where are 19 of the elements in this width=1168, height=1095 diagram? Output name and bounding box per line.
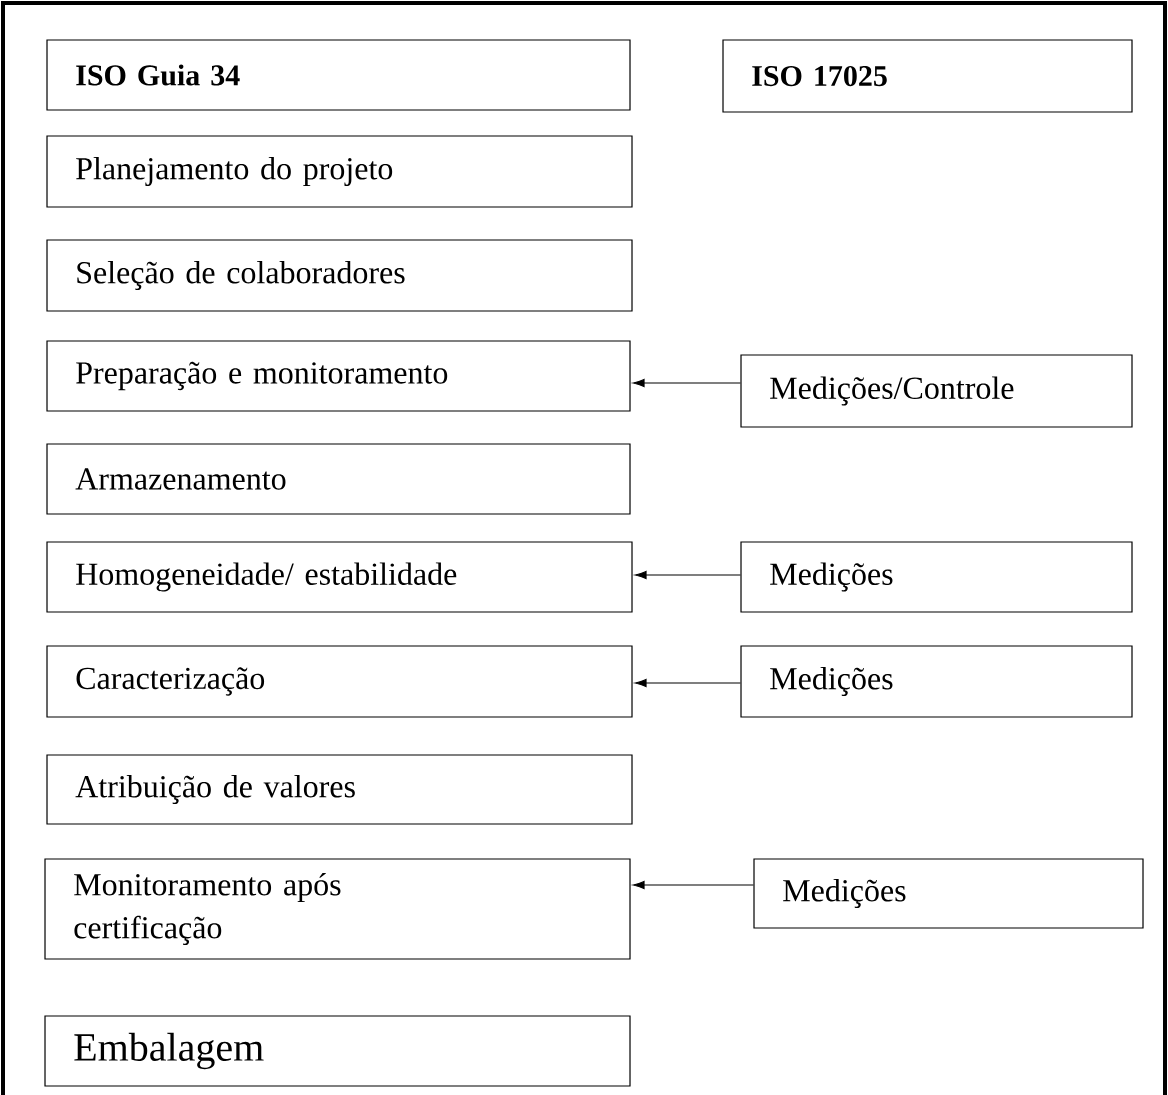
arrow xyxy=(634,678,741,688)
process-box: Medições/Controle xyxy=(740,354,1133,428)
process-box: Atribuição de valores xyxy=(46,754,633,825)
process-box: Armazenamento xyxy=(46,443,631,515)
process-box: ISO 17025 xyxy=(722,39,1133,113)
process-box: Homogeneidade/ estabilidade xyxy=(46,541,633,613)
process-box: Medições xyxy=(740,645,1133,718)
process-box: Monitoramento após certificação xyxy=(44,858,631,960)
process-box: Medições xyxy=(753,858,1144,929)
process-box: Caracterização xyxy=(46,645,633,718)
arrow xyxy=(632,880,754,890)
process-box: Embalagem xyxy=(44,1015,631,1087)
process-box: Seleção de colaboradores xyxy=(46,239,633,312)
arrow xyxy=(634,570,741,580)
arrow xyxy=(632,378,741,388)
process-box: ISO Guia 34 xyxy=(46,39,631,111)
process-box: Medições xyxy=(740,541,1133,613)
process-box: Preparação e monitoramento xyxy=(46,340,631,412)
process-box: Planejamento do projeto xyxy=(46,135,633,208)
